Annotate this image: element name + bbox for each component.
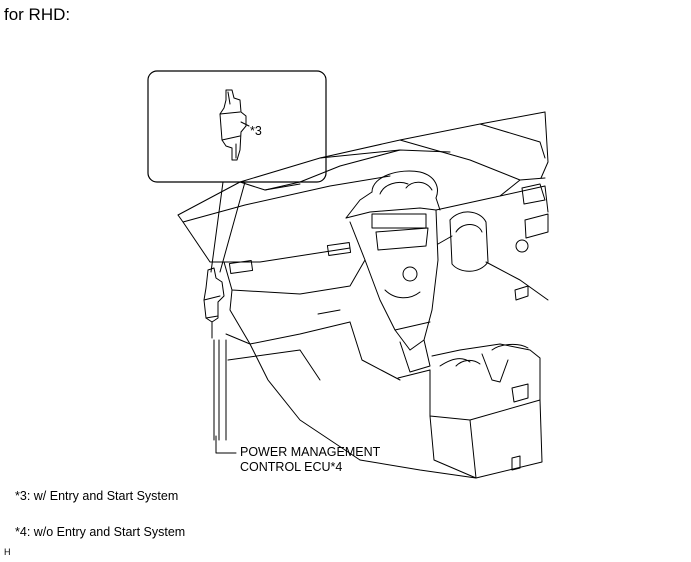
floor-line (359, 459, 477, 479)
ecu-inset-part (219, 89, 250, 161)
ecu-callout-leader (215, 435, 237, 454)
dashboard-top (177, 111, 549, 223)
inset-leader-lines (210, 181, 246, 273)
figure-code: H (4, 547, 11, 557)
center-console (397, 343, 543, 479)
ecu-dash-part (203, 267, 225, 441)
ecu-label-line2: CONTROL ECU*4 (240, 460, 343, 474)
ecu-label-line1: POWER MANAGEMENT (240, 445, 381, 459)
steering-area (435, 177, 549, 301)
instrument-cluster (345, 170, 441, 219)
inset-marker-label: *3 (250, 124, 262, 138)
note-no-entry-system: *4: w/o Entry and Start System (15, 525, 186, 539)
page-heading: for RHD: (4, 5, 71, 24)
center-stack (345, 207, 439, 373)
lower-dashboard-left (182, 221, 401, 461)
note-entry-system: *3: w/ Entry and Start System (15, 489, 179, 503)
inset-box (147, 70, 327, 183)
